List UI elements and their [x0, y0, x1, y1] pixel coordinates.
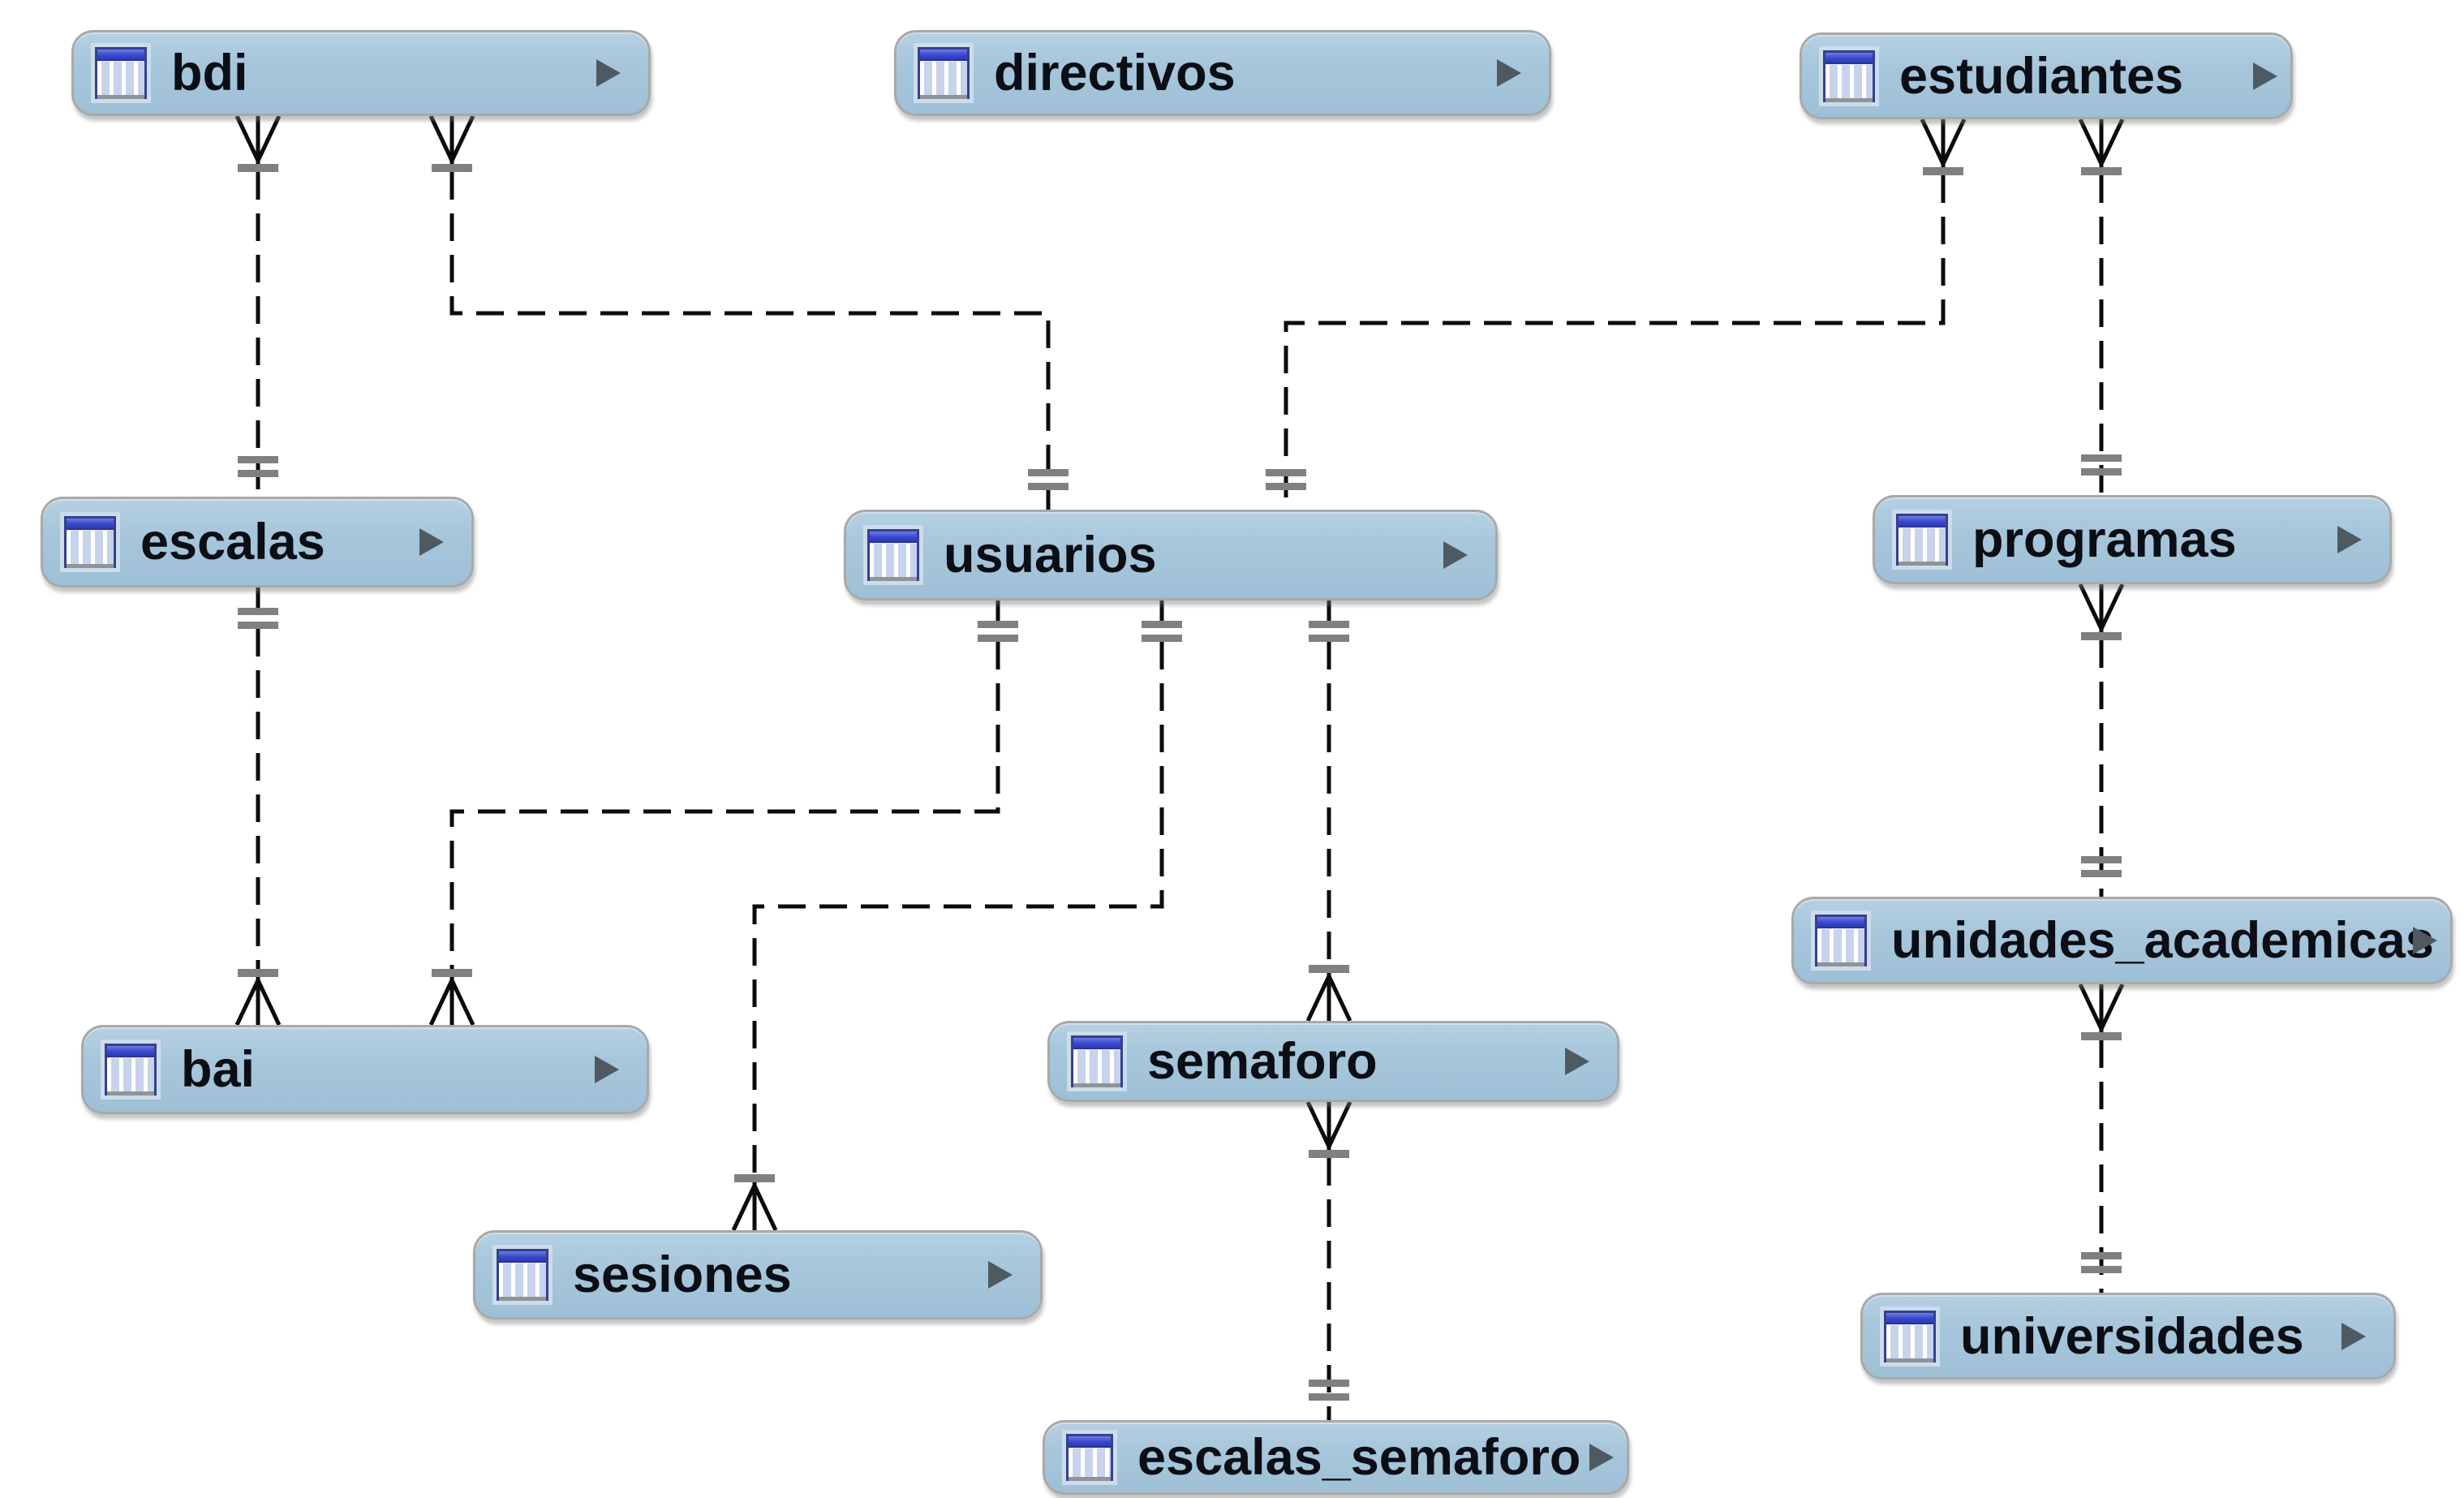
table-icon — [1823, 50, 1875, 102]
expand-arrow-icon[interactable] — [1565, 1048, 1589, 1075]
table-icon — [918, 47, 970, 99]
expand-arrow-icon[interactable] — [419, 528, 444, 556]
entity-bdi[interactable]: bdi — [71, 30, 651, 116]
entity-label: unidades_academicas — [1891, 912, 2434, 969]
entity-universidades[interactable]: universidades — [1860, 1293, 2396, 1380]
table-icon — [867, 529, 919, 581]
expand-arrow-icon[interactable] — [1589, 1444, 1614, 1471]
entity-label: programas — [1972, 511, 2237, 568]
crow-foot-many-end — [234, 114, 2125, 1232]
entity-directivos[interactable]: directivos — [894, 30, 1551, 116]
expand-arrow-icon[interactable] — [1497, 59, 1521, 87]
table-icon — [1071, 1035, 1123, 1087]
expand-arrow-icon[interactable] — [596, 59, 621, 87]
expand-arrow-icon[interactable] — [988, 1261, 1013, 1289]
entity-sesiones[interactable]: sesiones — [473, 1230, 1043, 1319]
entity-label: escalas_semaforo — [1137, 1429, 1581, 1486]
entity-label: escalas — [140, 514, 325, 570]
entity-bai[interactable]: bai — [81, 1025, 649, 1114]
cardinality-bars — [238, 164, 2122, 1401]
entity-estudiantes[interactable]: estudiantes — [1800, 32, 2293, 119]
table-icon — [105, 1044, 157, 1096]
entity-programas[interactable]: programas — [1873, 495, 2392, 584]
entity-label: directivos — [994, 45, 1236, 101]
entity-label: bai — [181, 1041, 256, 1098]
table-icon — [64, 516, 116, 568]
relationship-line — [256, 172, 2104, 1420]
entity-escalas-semaforo[interactable]: escalas_semaforo — [1043, 1420, 1629, 1495]
table-icon — [1884, 1310, 1936, 1362]
expand-arrow-icon[interactable] — [1443, 541, 1468, 569]
entity-usuarios[interactable]: usuarios — [844, 510, 1498, 600]
expand-arrow-icon[interactable] — [2341, 1322, 2366, 1350]
entity-label: sesiones — [573, 1246, 792, 1303]
expand-arrow-icon[interactable] — [595, 1056, 619, 1083]
entity-label: usuarios — [944, 527, 1157, 583]
entity-unidades-academicas[interactable]: unidades_academicas — [1791, 897, 2453, 984]
table-icon — [1066, 1434, 1113, 1481]
table-icon — [1896, 514, 1948, 566]
table-icon — [497, 1249, 548, 1301]
entity-label: universidades — [1960, 1307, 2304, 1365]
entity-label: bdi — [171, 45, 248, 101]
entity-label: estudiantes — [1899, 47, 2184, 105]
entity-label: semaforo — [1147, 1033, 1378, 1090]
expand-arrow-icon[interactable] — [2337, 526, 2362, 553]
entity-escalas[interactable]: escalas — [41, 497, 474, 588]
table-icon — [95, 47, 147, 99]
expand-arrow-icon[interactable] — [2253, 62, 2277, 90]
entity-semaforo[interactable]: semaforo — [1047, 1021, 1619, 1102]
table-icon — [1815, 915, 1867, 966]
expand-arrow-icon[interactable] — [2413, 927, 2437, 954]
